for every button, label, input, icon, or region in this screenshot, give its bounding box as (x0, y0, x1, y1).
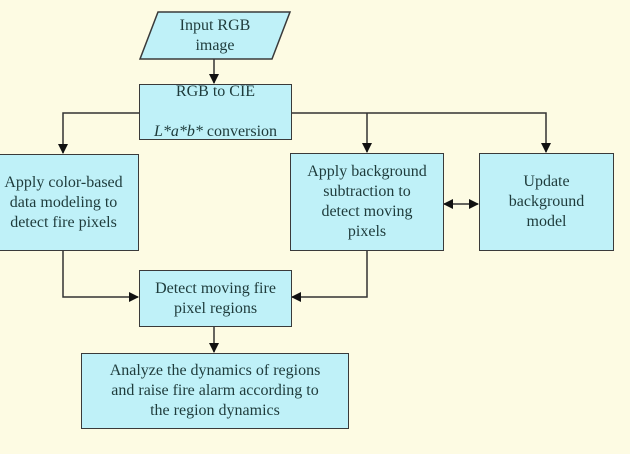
node-convert-line2: L*a*b* conversion (154, 122, 277, 142)
node-detect-regions-label: Detect moving fire pixel regions (155, 279, 276, 317)
node-bg-subtraction: Apply background subtraction to detect m… (290, 153, 444, 251)
node-color-model-label: Apply color-based data modeling to detec… (4, 173, 123, 231)
input-parallelogram (138, 11, 292, 60)
node-update-bg: Update background model (479, 153, 614, 251)
edge-color-model-to-detect (62, 250, 139, 302)
node-input-label: Input RGB image (179, 17, 251, 54)
node-convert-line1: RGB to CIE (175, 83, 256, 100)
edge-convert-to-color-model (58, 112, 139, 154)
edge-bg-sub-to-detect (291, 250, 368, 302)
node-convert-lab-text: L*a*b* (153, 123, 203, 140)
node-bg-subtraction-label: Apply background subtraction to detect m… (307, 163, 427, 240)
node-convert-suffix: conversion (202, 123, 278, 140)
node-convert: RGB to CIE L*a*b* conversion (139, 83, 292, 142)
node-analyze: Analyze the dynamics of regions and rais… (81, 353, 349, 429)
node-detect-regions: Detect moving fire pixel regions (139, 270, 292, 327)
node-color-model: Apply color-based data modeling to detec… (0, 154, 139, 251)
node-update-bg-label: Update background model (508, 173, 585, 230)
node-analyze-label: Analyze the dynamics of regions and rais… (109, 362, 321, 419)
edge-convert-to-update-bg (291, 112, 551, 153)
